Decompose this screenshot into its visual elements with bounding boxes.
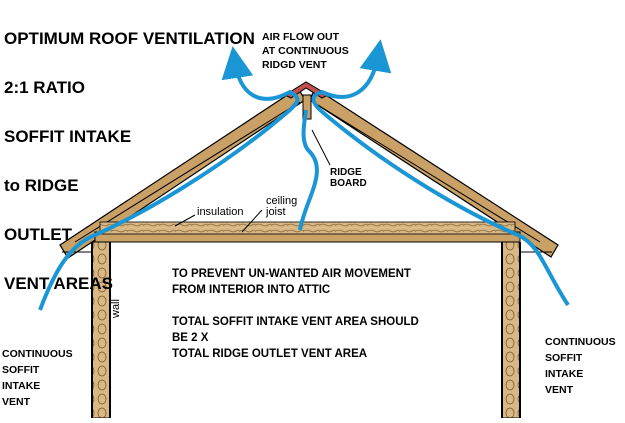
ceiling-joist-label: ceiling joist xyxy=(266,195,298,218)
ceiling-insulation xyxy=(99,221,516,235)
title-line: VENT AREAS xyxy=(4,273,113,293)
note-line-4: BE 2 X xyxy=(172,332,209,344)
title-line: 2:1 RATIO xyxy=(4,77,85,97)
airflow-label: AIR FLOW OUT AT CONTINUOUS RIDGD VENT xyxy=(262,31,349,71)
note-line-3: TOTAL SOFFIT INTAKE VENT AREA SHOULD xyxy=(172,316,419,328)
title-line: SOFFIT INTAKE xyxy=(4,126,132,146)
title-line: OPTIMUM ROOF VENTILATION xyxy=(4,28,255,48)
airflow-right-upper xyxy=(311,39,392,112)
wall-label: wall xyxy=(110,299,122,318)
note-line-5: TOTAL RIDGE OUTLET VENT AREA xyxy=(172,348,368,360)
airflow-center xyxy=(298,109,319,231)
title-line: OUTLET xyxy=(4,224,72,244)
right-vent-label: CONTINUOUS SOFFIT INTAKE VENT xyxy=(545,336,616,396)
right-rafter-inner xyxy=(312,101,541,243)
airflow-left-lower xyxy=(38,108,292,311)
note-line-1: TO PREVENT UN-WANTED AIR MOVEMENT xyxy=(172,268,411,280)
title-line: to RIDGE xyxy=(4,175,79,195)
note-line-2: FROM INTERIOR INTO ATTIC xyxy=(172,284,331,296)
airflow-right-lower xyxy=(318,108,570,307)
insulation-label: insulation xyxy=(197,206,244,218)
right-wall xyxy=(501,241,521,419)
left-rafter-inner xyxy=(74,101,301,243)
airflow-left-upper xyxy=(221,46,300,112)
ridge-board-label: RIDGE BOARD xyxy=(330,167,367,189)
diagram-title: OPTIMUM ROOF VENTILATION 2:1 RATIO SOFFI… xyxy=(4,2,255,321)
left-vent-label: CONTINUOUS SOFFIT INTAKE VENT xyxy=(2,348,73,408)
insulation-leader xyxy=(174,214,196,227)
ridge-board xyxy=(302,94,312,120)
joist-leader xyxy=(241,209,263,233)
ridge-leader xyxy=(311,129,331,166)
